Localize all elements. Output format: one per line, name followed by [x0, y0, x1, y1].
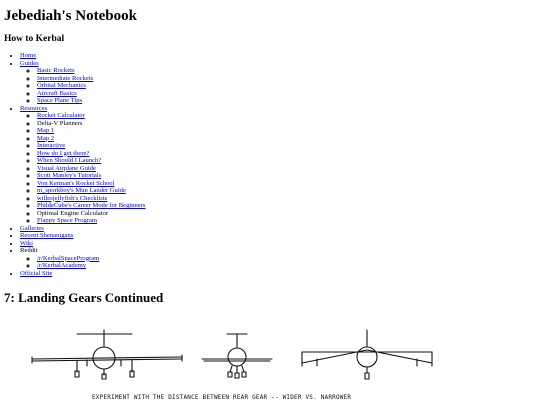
nav-link-orbital-mechanics[interactable]: Orbital Mechanics: [37, 82, 86, 89]
nav-item-galleries: Galleries: [20, 225, 146, 233]
nav-link-von-kerman[interactable]: Von Kerman's Rocket School: [37, 179, 115, 187]
comic-illustration: EXPERIMENT WITH THE DISTANCE BETWEEN REA…: [22, 322, 452, 405]
nav-item-reddit: Reddit /r/KerbalSpaceProgram /r/KerbalAc…: [20, 247, 146, 270]
nav-subitem: PhildeCube's Career Mode for Beginners: [37, 202, 146, 210]
nav-link-map-2[interactable]: Map 2: [37, 134, 55, 142]
nav-link-mun-lander-guide[interactable]: m_sporkboy's Mun Lander Guide: [37, 187, 126, 194]
nav-link-resources[interactable]: Resources: [20, 104, 48, 112]
nav-subitem: Delta-V Planners: [37, 120, 146, 128]
nav-subitem: /r/KerbalSpaceProgram: [37, 255, 146, 263]
nav-link-rocket-calculator[interactable]: Rocket Calculator: [37, 112, 85, 119]
nav-subitem: When Should I Launch?: [37, 157, 146, 165]
nav-link-galleries[interactable]: Galleries: [20, 224, 44, 232]
nav-link-checklists[interactable]: willesjellyfish's Checklists: [37, 194, 108, 202]
nav-subitem: Basic Rockets: [37, 67, 146, 75]
nav-subitem: Map 2: [37, 135, 146, 143]
nav-subitem: willesjellyfish's Checklists: [37, 195, 146, 203]
nav-link-guides[interactable]: Guides: [20, 59, 39, 67]
nav-subitem: Von Kerman's Rocket School: [37, 180, 146, 188]
nav-item-wiki: Wiki: [20, 240, 146, 248]
nav-subitem: Rocket Calculator: [37, 112, 146, 120]
nav-label-delta-v-planners: Delta-V Planners: [37, 119, 83, 127]
nav-link-how-do-i-get-there[interactable]: How do I get there?: [37, 149, 90, 157]
nav-link-career-mode[interactable]: PhildeCube's Career Mode for Beginners: [37, 202, 146, 209]
nav-subitem: m_sporkboy's Mun Lander Guide: [37, 187, 146, 195]
post-title: 7: Landing Gears Continued: [4, 290, 164, 305]
aircraft-sketches: [31, 329, 433, 380]
nav-link-scott-manley[interactable]: Scott Manley's Tutorials: [37, 172, 102, 179]
nav-subitem: How do I get there?: [37, 150, 146, 158]
site-subtitle: How to Kerbal: [4, 34, 65, 44]
nav-link-official-site[interactable]: Official Site: [20, 269, 53, 277]
nav-subitem: Flappy Space Program: [37, 217, 146, 225]
nav-link-r-ksp[interactable]: /r/KerbalSpaceProgram: [37, 254, 100, 262]
nav-link-interactive[interactable]: Interactive: [37, 142, 66, 149]
guides-submenu: Basic Rockets Intermediate Rockets Orbit…: [20, 67, 146, 105]
plane-front-narrow-gear: [201, 333, 273, 379]
comic-caption: EXPERIMENT WITH THE DISTANCE BETWEEN REA…: [92, 394, 352, 401]
nav-link-space-plane-tips[interactable]: Space Plane Tips: [37, 97, 83, 104]
nav-list: Home Guides Basic Rockets Intermediate R…: [4, 52, 146, 277]
nav-item-resources: Resources Rocket Calculator Delta-V Plan…: [20, 105, 146, 225]
nav-link-basic-rockets[interactable]: Basic Rockets: [37, 67, 75, 74]
nav-label-reddit: Reddit: [20, 247, 38, 254]
nav-subitem: Aircraft Basics: [37, 90, 146, 98]
reddit-submenu: /r/KerbalSpaceProgram /r/KerbalAcademy: [20, 255, 146, 270]
nav-subitem: Optimal Engine Calculator: [37, 210, 146, 218]
nav-link-wiki[interactable]: Wiki: [20, 239, 33, 247]
nav-subitem: /r/KerbalAcademy: [37, 262, 146, 270]
site-title[interactable]: Jebediah's Notebook: [4, 8, 137, 24]
nav-link-home[interactable]: Home: [20, 52, 37, 59]
nav-subitem: Interactive: [37, 142, 146, 150]
nav-label-optimal-engine-calculator: Optimal Engine Calculator: [37, 209, 109, 217]
plane-front-swept-wing: [301, 329, 433, 380]
nav-subitem: Visual Airplane Guide: [37, 165, 146, 173]
nav-link-recent-shenanigans[interactable]: Recent Shenanigans: [20, 232, 74, 239]
nav-subitem: Orbital Mechanics: [37, 82, 146, 90]
resources-submenu: Rocket Calculator Delta-V Planners Map 1…: [20, 112, 146, 225]
nav-link-aircraft-basics[interactable]: Aircraft Basics: [37, 89, 77, 97]
nav-subitem: Space Plane Tips: [37, 97, 146, 105]
main-nav: Home Guides Basic Rockets Intermediate R…: [4, 52, 146, 277]
nav-link-map-1[interactable]: Map 1: [37, 127, 55, 134]
nav-subitem: Intermediate Rockets: [37, 75, 146, 83]
nav-item-home: Home: [20, 52, 146, 60]
nav-item-recent: Recent Shenanigans: [20, 232, 146, 240]
nav-link-r-kerbalacademy[interactable]: /r/KerbalAcademy: [37, 262, 87, 269]
plane-front-wide-gear: [31, 329, 183, 380]
nav-subitem: Scott Manley's Tutorials: [37, 172, 146, 180]
nav-item-official: Official Site: [20, 270, 146, 278]
nav-item-guides: Guides Basic Rockets Intermediate Rocket…: [20, 60, 146, 105]
nav-link-flappy-space-program[interactable]: Flappy Space Program: [37, 217, 98, 224]
nav-subitem: Map 1: [37, 127, 146, 135]
nav-link-when-should-i-launch[interactable]: When Should I Launch?: [37, 157, 102, 164]
nav-link-visual-airplane-guide[interactable]: Visual Airplane Guide: [37, 164, 96, 172]
nav-link-intermediate-rockets[interactable]: Intermediate Rockets: [37, 74, 94, 82]
